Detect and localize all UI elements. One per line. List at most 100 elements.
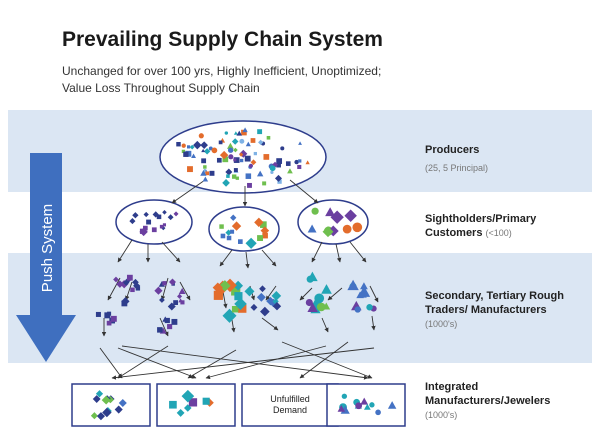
flow-arrow <box>265 285 277 301</box>
gem-shape <box>219 150 229 160</box>
gem-shape <box>167 324 173 330</box>
gem-shape <box>314 293 325 304</box>
gem-shape <box>106 320 112 326</box>
gem-shape <box>218 140 223 145</box>
gem-shape <box>360 282 368 290</box>
gem-shape <box>234 292 243 301</box>
sightholder-ellipse-2 <box>208 206 280 252</box>
gem-shape <box>168 278 176 286</box>
gem-shape <box>154 286 163 295</box>
gem-shape <box>245 237 257 249</box>
page-title: Prevailing Supply Chain System <box>62 28 383 51</box>
gem-shape <box>226 174 230 178</box>
gem-shape <box>157 327 163 333</box>
gem-shape <box>260 221 267 228</box>
flow-arrow <box>117 347 197 379</box>
gem-shape <box>173 300 178 305</box>
gem-shape <box>132 278 139 286</box>
gem-shape <box>188 398 198 407</box>
gem-shape <box>177 293 183 299</box>
gem-shape <box>164 317 170 324</box>
gem-shape <box>276 162 281 168</box>
secondary-note: (1000's) <box>425 319 458 329</box>
gem-shape <box>321 284 332 294</box>
gem-shape <box>200 141 208 149</box>
gem-shape <box>254 217 264 228</box>
gem-shape <box>198 133 204 139</box>
gem-shape <box>139 228 146 234</box>
flow-arrow <box>179 281 191 301</box>
sightholder-ellipse-3 <box>297 199 369 245</box>
flow-arrow <box>187 349 237 379</box>
gem-shape <box>245 141 251 147</box>
subtitle-line-1: Unchanged for over 100 yrs, Highly Ineff… <box>62 64 382 78</box>
gem-shape <box>298 141 302 145</box>
flow-arrow <box>349 241 367 263</box>
gem-shape <box>171 318 178 325</box>
flow-arrow <box>299 287 313 301</box>
gem-shape <box>222 179 230 187</box>
gem-shape <box>230 229 235 234</box>
band-secondary <box>8 253 592 363</box>
manufacturer-box-1 <box>71 383 151 427</box>
gem-shape <box>186 145 191 149</box>
push-system-arrow <box>16 153 76 362</box>
gem-shape <box>239 158 244 163</box>
gem-shape <box>135 286 141 291</box>
gem-shape <box>151 227 157 233</box>
gem-shape <box>250 138 256 143</box>
gem-shape <box>219 280 231 292</box>
gem-shape <box>201 148 206 153</box>
gem-shape <box>126 274 133 281</box>
flow-arrows <box>99 179 379 380</box>
gem-shape <box>200 170 207 176</box>
gem-shape <box>239 138 245 144</box>
gem-shape <box>201 158 207 164</box>
gem-shape <box>162 281 167 286</box>
gem-shape <box>285 161 291 166</box>
gem-shape <box>358 289 367 298</box>
flow-arrow <box>117 239 133 263</box>
gem-shape <box>256 170 264 177</box>
gem-shape <box>322 226 334 238</box>
gem-shape <box>187 166 193 173</box>
gem-shape <box>230 214 237 221</box>
gem-shape <box>305 299 313 307</box>
gem-shape <box>253 151 257 156</box>
unfulfilled-demand-label: Unfulfilled Demand <box>270 394 310 415</box>
gem-shape <box>96 412 106 421</box>
gem-shape <box>245 173 252 179</box>
gem-shape <box>203 165 207 169</box>
gem-shape <box>158 281 166 287</box>
gem-shape <box>355 402 363 410</box>
gem-shape <box>225 168 233 176</box>
gem-shape <box>95 311 101 317</box>
flow-arrow <box>371 315 376 331</box>
gem-shape <box>298 159 302 163</box>
gem-shape <box>130 287 135 293</box>
gem-shape <box>241 129 247 136</box>
gem-shape <box>344 209 357 223</box>
gem-shape <box>178 298 183 303</box>
gem-shape <box>213 290 223 300</box>
gem-shape <box>203 148 211 155</box>
gem-shape <box>101 395 111 405</box>
diamond-shapes <box>90 127 397 421</box>
gem-shape <box>354 306 361 313</box>
gem-shape <box>257 235 263 242</box>
gem-shape <box>228 154 234 160</box>
gem-shape <box>244 155 251 162</box>
flow-arrow <box>205 345 327 380</box>
gem-shape <box>216 157 222 163</box>
gem-shape <box>231 221 242 231</box>
gem-shape <box>231 306 239 313</box>
gem-shape <box>233 131 238 135</box>
gem-shape <box>325 207 336 217</box>
gem-shape <box>181 143 186 148</box>
gem-shape <box>256 292 266 302</box>
gem-shape <box>237 304 247 313</box>
gem-shape <box>231 138 239 145</box>
gem-shape <box>202 397 210 405</box>
gem-shape <box>337 404 346 412</box>
flow-arrow <box>117 345 169 379</box>
